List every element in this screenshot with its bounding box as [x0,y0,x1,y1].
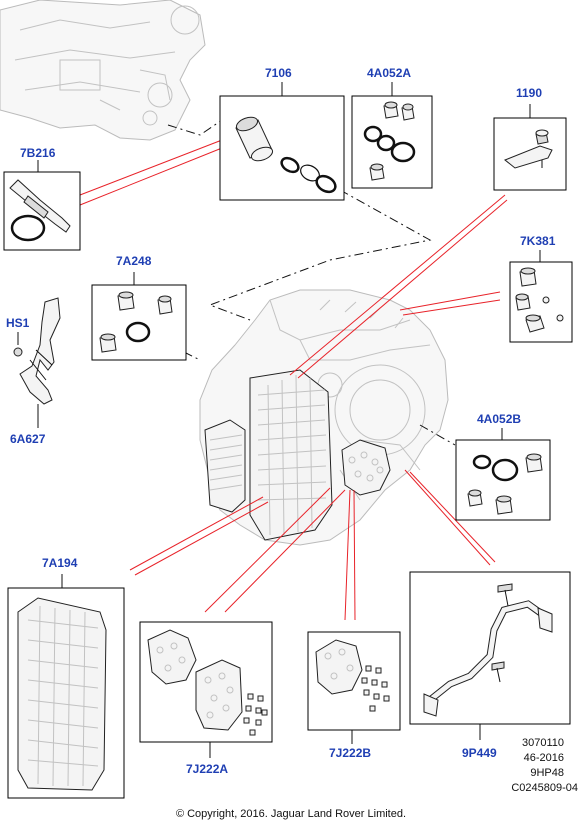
ref-date: 46-2016 [523,752,564,764]
callout-7b216[interactable]: 7B216 [20,146,56,160]
callout-9p449[interactable]: 9P449 [462,746,497,760]
box-7j222b[interactable] [307,631,401,744]
callout-4a052a[interactable]: 4A052A [367,66,412,80]
ref-model: 9HP48 [530,767,564,779]
box-4a052a[interactable] [351,82,433,189]
box-1190[interactable] [493,104,567,191]
box-9p449[interactable] [409,571,571,740]
box-7b216[interactable] [3,160,81,251]
callout-6a627[interactable]: 6A627 [10,432,46,446]
callout-hs1[interactable]: HS1 [6,316,30,330]
ref-code: C0245809-04 [511,782,578,794]
callout-7j222b[interactable]: 7J222B [329,746,372,760]
sensor-harness[interactable] [13,297,61,428]
box-7106[interactable] [219,82,345,201]
callout-4a052b[interactable]: 4A052B [477,412,522,426]
callout-7k381[interactable]: 7K381 [520,234,556,248]
box-7j222a[interactable] [139,621,273,758]
callout-7a194[interactable]: 7A194 [42,556,78,570]
box-4a052b[interactable] [455,428,551,521]
box-7a248[interactable] [91,272,187,361]
copyright-notice: © Copyright, 2016. Jaguar Land Rover Lim… [175,808,407,820]
callout-7j222a[interactable]: 7J222A [186,762,229,776]
ref-number: 3070110 [521,737,564,749]
transfer-case-ghost [0,0,206,141]
callout-7a248[interactable]: 7A248 [116,254,152,268]
callout-7106[interactable]: 7106 [265,66,292,80]
box-7k381[interactable] [509,250,573,343]
transmission-ghost [199,289,449,546]
box-7a194[interactable] [7,574,125,799]
red-leaders [79,139,508,621]
callout-1190[interactable]: 1190 [516,86,543,100]
